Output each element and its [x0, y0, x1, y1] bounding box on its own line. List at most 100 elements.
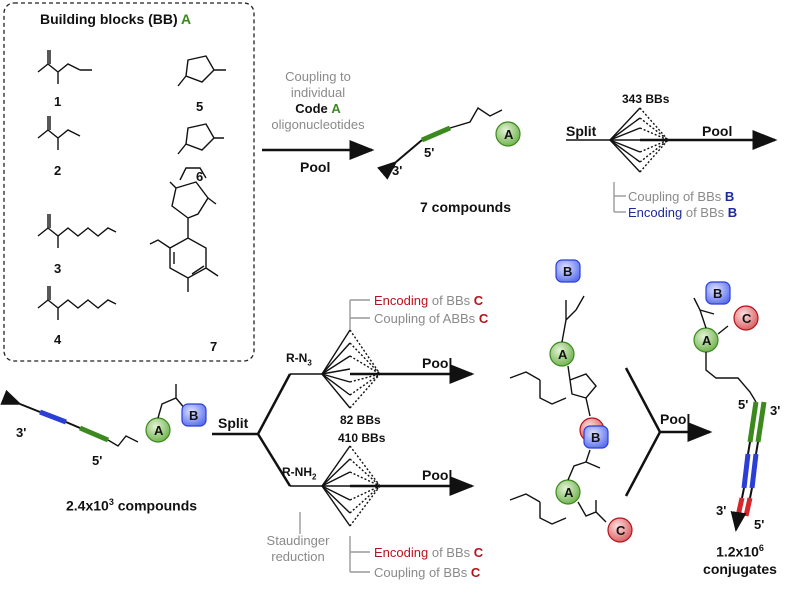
svg-text:A: A: [154, 423, 164, 438]
encoding-bbs-b: Encoding of BBs B: [628, 206, 737, 219]
coupling-bbs-b: Coupling of BBs B: [628, 190, 734, 203]
letter-c-bottom-2: C: [470, 565, 481, 580]
building-blocks-panel: [3, 2, 255, 362]
bb4-structure: [37, 286, 117, 320]
of-bbs-bottom-2: of BBs: [428, 565, 468, 580]
bb7-structure: [149, 167, 219, 292]
split-label-1: Split: [566, 123, 597, 139]
encoding-bbs-c-top: Encoding of BBs C: [374, 294, 483, 307]
letter-b-1: B: [724, 189, 735, 204]
encoding-word: Encoding: [628, 205, 683, 220]
code-b-block: [181, 403, 207, 427]
staudinger-line1: Staudinger: [266, 533, 330, 548]
top-branch-count: 82 BBs: [340, 413, 381, 427]
panel-title: Building blocks (BB) A: [40, 12, 191, 26]
of-bbs-2: of BBs: [685, 205, 725, 220]
reagent-azide: R-N3: [286, 352, 312, 367]
bb-label-1: 1: [54, 94, 62, 109]
reagent-amine: R-NH2: [282, 466, 316, 481]
bottom-branch-count: 410 BBs: [338, 431, 386, 445]
split2-top-fan: [290, 299, 381, 409]
panel-title-text: Building blocks (BB): [40, 11, 178, 27]
staudinger-line2: reduction: [271, 549, 325, 564]
svg-text:A: A: [702, 333, 712, 348]
green-code-a-strand: [421, 125, 451, 143]
coupling-pre-top: Coupling of: [374, 311, 443, 326]
blue-code-b-strand: [39, 409, 67, 425]
lower-left-result-sup: 3: [108, 497, 114, 507]
split1-count: 343 BBs: [622, 92, 670, 106]
letter-c-top-1: C: [473, 293, 484, 308]
coupling-line1: Coupling to: [285, 69, 351, 84]
of-bbs-1: of BBs: [682, 189, 722, 204]
svg-text:C: C: [742, 311, 752, 326]
final-result-prefix: 1.2x10: [716, 543, 759, 560]
duplex-red-c: [735, 497, 745, 517]
svg-text:B: B: [189, 408, 198, 423]
pool-label-1: Pool: [300, 159, 331, 175]
split-label-2: Split: [218, 415, 249, 431]
code-a-sphere: [495, 121, 521, 147]
duplex-5prime-bottom: 5': [754, 517, 765, 532]
of-bbs-bottom-1: of BBs: [431, 545, 471, 560]
svg-text:C: C: [616, 523, 626, 538]
stage1-result: 7 compounds: [420, 199, 512, 215]
bb1-structure: [37, 50, 92, 84]
letter-c-bottom-1: C: [473, 545, 484, 560]
reagent-azide-sub: 3: [307, 358, 312, 368]
letter-c-top-2: C: [478, 311, 489, 326]
code-a-label: Code A: [278, 102, 358, 115]
strand-5prime-1: 5': [424, 145, 435, 160]
strand-3prime-1: 3': [392, 163, 403, 178]
bb-label-5: 5: [196, 99, 204, 114]
encoding-word-top: Encoding: [374, 293, 429, 308]
bb6-structure: [177, 123, 224, 155]
bb-label-2: 2: [54, 163, 62, 178]
strand-3prime-2: 3': [16, 425, 27, 440]
svg-text:A: A: [564, 485, 574, 500]
coupling-bbs-c-top: Coupling of ABBs C: [374, 312, 488, 325]
lower-left-result-prefix: 2.4x10: [66, 497, 109, 514]
reagent-azide-text: R-N: [286, 351, 308, 365]
pool-label-bottom: Pool: [422, 467, 453, 483]
pool-label-final: Pool: [660, 411, 691, 427]
coupling-bbs-c-bottom: Coupling of BBs C: [374, 566, 480, 579]
reagent-amine-sub: 2: [312, 472, 317, 482]
svg-text:B: B: [591, 430, 600, 445]
bb-label-4: 4: [54, 332, 62, 347]
duplex-3prime-bottom: 3': [716, 503, 727, 518]
pool-label-2: Pool: [702, 123, 733, 139]
svg-text:B: B: [713, 286, 722, 301]
bb5-structure: [177, 55, 226, 87]
panel-title-letter: A: [181, 11, 192, 27]
coupling-a-top: A: [442, 311, 452, 326]
duplex-5prime-top: 5': [738, 397, 749, 412]
code-letter: A: [331, 101, 341, 116]
bb2-structure: [37, 116, 81, 150]
split1-fan: [566, 107, 669, 213]
final-result-line2: conjugates: [703, 561, 777, 577]
of-bbs-top: of BBs: [431, 293, 471, 308]
letter-b-2: B: [727, 205, 738, 220]
encoding-bbs-c-bottom: Encoding of BBs C: [374, 546, 483, 559]
bb-label-7: 7: [210, 339, 218, 354]
coupling-word: Coupling: [628, 189, 680, 204]
coupling-word-bottom: Coupling: [374, 565, 426, 580]
code-word: Code: [295, 101, 328, 116]
bb-label-3: 3: [54, 261, 62, 276]
strand-5prime-2: 5': [92, 453, 103, 468]
coupling-post-top: BBs: [451, 311, 476, 326]
bb-label-6: 6: [196, 169, 204, 184]
final-result-sup: 6: [758, 543, 764, 553]
svg-text:A: A: [504, 127, 514, 142]
svg-text:B: B: [563, 264, 572, 279]
encoding-word-bottom: Encoding: [374, 545, 429, 560]
lower-left-result-suffix: compounds: [113, 497, 198, 514]
final-result: 1.2x106: [690, 544, 790, 559]
split2-bottom-fan: [290, 445, 381, 573]
bb3-structure: [37, 214, 117, 248]
duplex-blue-b: [741, 453, 751, 489]
green-code-a-strand-2: [79, 425, 109, 443]
reagent-amine-text: R-NH: [282, 465, 312, 479]
